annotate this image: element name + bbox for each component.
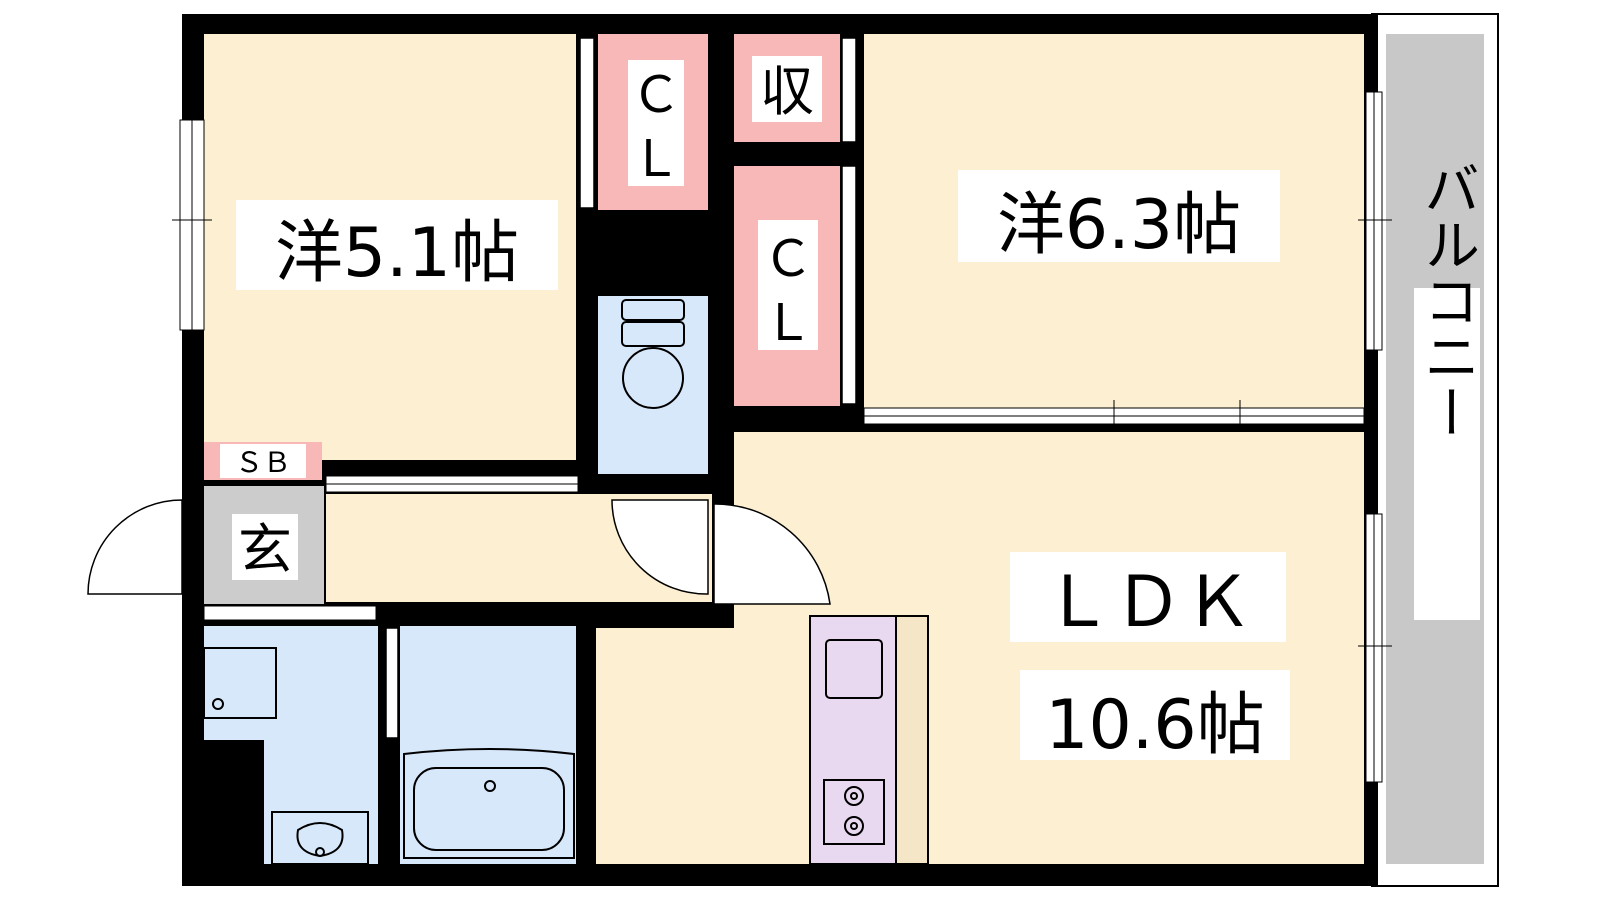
sliding-door-washroom — [203, 605, 377, 621]
svg-text:洋5.1帖: 洋5.1帖 — [275, 214, 519, 293]
svg-text:Ｃ: Ｃ — [763, 230, 813, 288]
shoe-box-label: ＳＢ — [220, 444, 306, 479]
bathroom — [400, 626, 576, 864]
svg-text:玄: 玄 — [238, 518, 292, 581]
svg-text:Ｌ: Ｌ — [631, 130, 681, 188]
svg-text:バルコニー: バルコニー — [1415, 160, 1480, 440]
bathtub-icon — [403, 748, 575, 859]
western-room-1-label: 洋5.1帖 — [236, 200, 558, 293]
window-right-lower — [1358, 513, 1392, 783]
closet-2-label: Ｃ Ｌ — [758, 220, 818, 352]
storage-label: 収 — [752, 56, 822, 123]
washroom-lower-wall — [204, 740, 264, 864]
svg-text:Ｃ: Ｃ — [631, 66, 681, 124]
window-left — [172, 119, 212, 331]
stove-icon — [823, 779, 885, 845]
ldk-label: ＬＤＫ 10.6帖 — [1010, 552, 1290, 765]
ldk-floor-lower — [596, 628, 756, 864]
toilet-icon — [621, 299, 685, 409]
ldk-door — [713, 503, 831, 605]
washing-machine-icon — [203, 647, 277, 719]
sink-icon — [271, 811, 369, 865]
sliding-door-room2-ldk — [863, 400, 1365, 432]
svg-text:ＬＤＫ: ＬＤＫ — [1043, 561, 1253, 643]
entrance-door — [87, 499, 183, 595]
closet-doors — [385, 37, 857, 739]
svg-text:Ｌ: Ｌ — [763, 294, 813, 352]
balcony-label: バルコニー — [1414, 160, 1480, 620]
kitchen-sink-icon — [825, 639, 883, 699]
western-room-2-label: 洋6.3帖 — [958, 170, 1280, 265]
svg-text:10.6帖: 10.6帖 — [1045, 686, 1264, 765]
sliding-door-room1-hall — [325, 475, 579, 493]
entrance-label: 玄 — [232, 514, 298, 581]
svg-text:ＳＢ: ＳＢ — [235, 446, 291, 479]
toilet-door — [611, 499, 709, 595]
svg-text:洋6.3帖: 洋6.3帖 — [997, 186, 1241, 265]
svg-text:収: 収 — [760, 60, 814, 123]
toilet-room — [598, 296, 708, 474]
closet-1-label: Ｃ Ｌ — [628, 60, 684, 188]
window-right-upper — [1358, 91, 1392, 351]
